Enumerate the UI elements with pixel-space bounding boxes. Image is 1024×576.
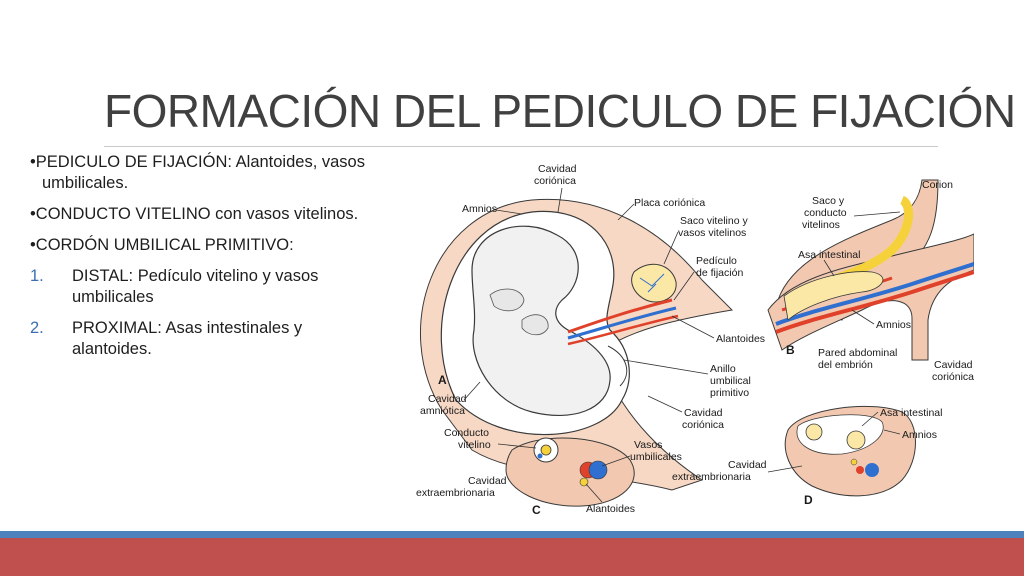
panel-d-drawing: D [784, 405, 916, 507]
title-divider [104, 146, 938, 147]
panel-letter-a: A [438, 373, 447, 387]
item-number: 2. [30, 319, 44, 337]
bullet-list: •PEDICULO DE FIJACIÓN: Alantoides, vasos… [30, 152, 370, 370]
label-conducto-vitelino: Conducto [444, 427, 489, 439]
label-cavidad-corionica: coriónica [534, 175, 576, 187]
label-asa-intestinal: Asa intestinal [798, 249, 860, 261]
label-anillo-umbilical: umbilical [710, 375, 751, 387]
bullet-cordon-umbilical: •CORDÓN UMBILICAL PRIMITIVO: [30, 236, 294, 254]
footer-blue-band [0, 531, 1024, 538]
panel-letter-b: B [786, 343, 795, 357]
label-asa-intestinal-d: Asa intestinal [880, 407, 942, 419]
label-saco-vitelino: vasos vitelinos [678, 227, 746, 239]
label-anillo-umbilical: Anillo [710, 363, 736, 375]
label-saco-conducto-vitelinos: Saco y [812, 195, 845, 207]
label-amnios: Amnios [462, 203, 497, 215]
label-cavidad-extraembrionaria-c: extraembrionaria [416, 487, 495, 499]
label-cavidad-extraembrionaria-c: Cavidad [468, 475, 507, 487]
panel-letter-d: D [804, 493, 813, 507]
item-text: PROXIMAL: Asas intestinales y alantoides… [72, 319, 303, 358]
label-saco-conducto-vitelinos: vitelinos [802, 219, 840, 231]
label-alantoides-c: Alantoides [586, 503, 635, 515]
label-amnios-b: Amnios [876, 319, 911, 331]
umbilical-cord-figure: A Cavidad coriónica Placa coriónica Amni… [372, 160, 974, 518]
label-conducto-vitelino: vitelino [458, 439, 491, 451]
label-pediculo-fijacion: Pedículo [696, 255, 737, 267]
item-number: 1. [30, 267, 44, 285]
label-vasos-umbilicales: Vasos [634, 439, 662, 451]
label-cavidad-amniotica: Cavidad [428, 393, 467, 405]
numbered-item-distal: 1. DISTAL: Pedículo vitelino y vasos umb… [30, 266, 370, 308]
label-cavidad-corionica: Cavidad [538, 163, 577, 175]
label-cavidad-corionica-inferior: Cavidad [684, 407, 723, 419]
bullet-conducto-vitelino: •CONDUCTO VITELINO con vasos vitelinos. [30, 205, 359, 223]
label-corion: Corion [922, 179, 953, 191]
label-cavidad-corionica-b: Cavidad [934, 359, 973, 371]
item-text: DISTAL: Pedículo vitelino y vasos umbili… [72, 267, 319, 306]
label-alantoides: Alantoides [716, 333, 765, 345]
label-cavidad-extraembrionaria-d: Cavidad [728, 459, 767, 471]
panel-a-drawing: A [420, 198, 734, 491]
label-saco-conducto-vitelinos: conducto [804, 207, 847, 219]
label-cavidad-extraembrionaria-d: extraembrionaria [672, 471, 751, 483]
label-saco-vitelino: Saco vitelino y [680, 215, 748, 227]
label-vasos-umbilicales: umbilicales [630, 451, 682, 463]
figure-illustration: A Cavidad coriónica Placa coriónica Amni… [416, 163, 974, 517]
label-pared-abdominal: del embrión [818, 359, 873, 371]
label-cavidad-corionica-inferior: coriónica [682, 419, 724, 431]
bullet-pediculo: •PEDICULO DE FIJACIÓN: Alantoides, vasos… [30, 153, 365, 192]
panel-letter-c: C [532, 503, 541, 517]
label-cavidad-amniotica: amniótica [420, 405, 465, 417]
panel-b-drawing: B [767, 179, 974, 361]
label-cavidad-corionica-b: coriónica [932, 371, 974, 383]
numbered-item-proximal: 2. PROXIMAL: Asas intestinales y alantoi… [30, 318, 370, 360]
label-placa-corionica: Placa coriónica [634, 197, 705, 209]
label-pediculo-fijacion: de fijación [696, 267, 743, 279]
footer-red-band [0, 538, 1024, 576]
slide-title: FORMACIÓN DEL PEDICULO DE FIJACIÓN [104, 85, 1016, 137]
label-pared-abdominal: Pared abdominal [818, 347, 897, 359]
label-amnios-d: Amnios [902, 429, 937, 441]
label-anillo-umbilical: primitivo [710, 387, 749, 399]
